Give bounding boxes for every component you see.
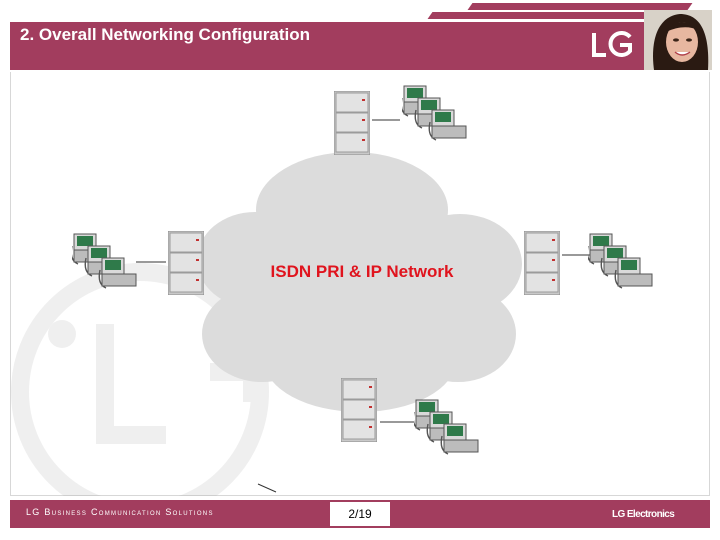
cloud-label: ISDN PRI & IP Network (270, 262, 454, 281)
header-stripe (467, 3, 693, 10)
pbx-system-icon (341, 378, 377, 442)
phone-cluster-icon (588, 233, 653, 289)
network-diagram (11, 119, 590, 496)
presenter-photo-icon (644, 10, 712, 70)
lg-logo-icon (592, 31, 632, 57)
phone-cluster-icon (414, 399, 479, 455)
page-number-box (330, 502, 390, 526)
phone-cluster-icon (72, 233, 137, 289)
footer-company: LG Electronics (612, 509, 675, 520)
pbx-system-icon (524, 231, 560, 295)
footer-brand-text: LG Business Communication Solutions (26, 507, 214, 517)
page-number: 2/19 (348, 507, 372, 521)
phone-cluster-icon (402, 85, 467, 141)
pbx-system-icon (168, 231, 204, 295)
pbx-system-icon (334, 91, 370, 155)
connector (257, 483, 277, 493)
page-title: 2. Overall Networking Configuration (20, 25, 310, 44)
network-cloud (197, 152, 522, 412)
